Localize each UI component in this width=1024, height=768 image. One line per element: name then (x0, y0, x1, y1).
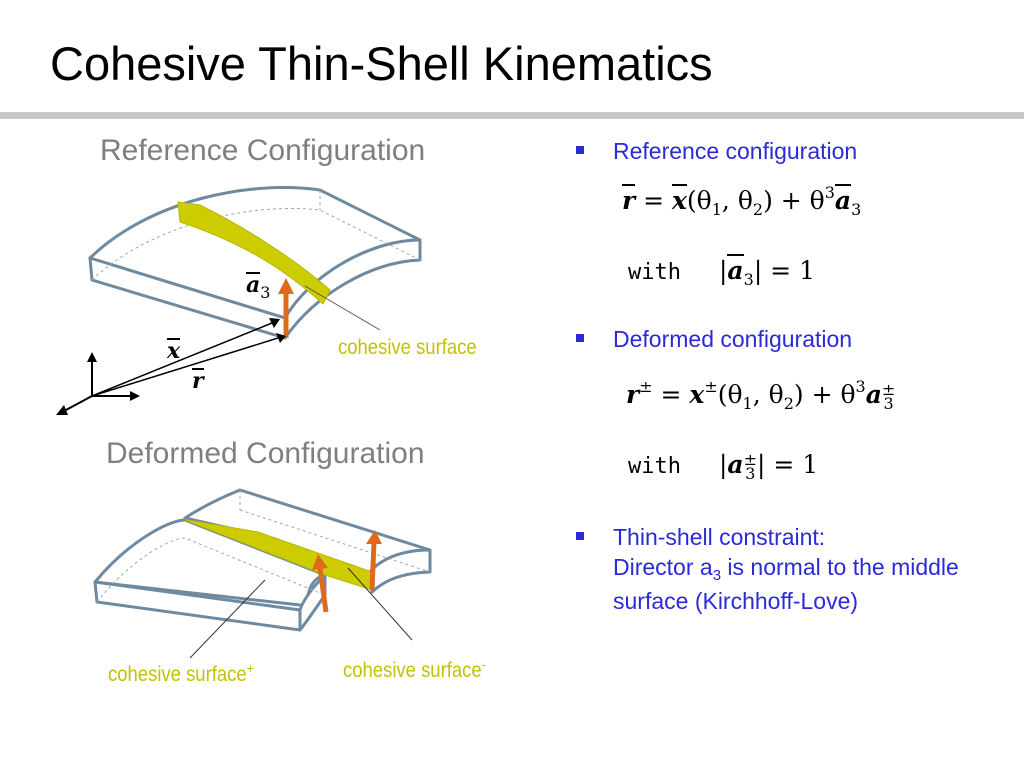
cohesive-surface-label: cohesive surface (338, 336, 477, 359)
deformed-position-equation: r± = x±(θ1, θ2) + θ3a±3 (626, 377, 896, 413)
reference-position-equation: r = x(θ1, θ2) + θ3a3 (622, 183, 862, 219)
cohesive-surface-strip (177, 201, 331, 305)
bullet-marker (576, 532, 584, 540)
x-bar-label: x (167, 338, 181, 364)
reference-director-norm: with|a3| = 1 (628, 254, 815, 289)
r-bar-label: r (192, 368, 204, 394)
constraint-heading: Thin-shell constraint: (613, 524, 826, 550)
deformed-director-norm: with|a±3| = 1 (628, 449, 819, 483)
cohesive-surface-minus-label: cohesive surface- (343, 656, 486, 682)
director-plus-arrow (317, 567, 329, 613)
a3-bar-label: a3 (246, 272, 271, 302)
reference-configuration-heading: Reference Configuration (100, 134, 426, 167)
bullet-marker (576, 334, 584, 342)
bullet-marker (576, 146, 584, 154)
deformed-shell-figure (93, 488, 432, 659)
reference-shell-figure (56, 186, 422, 415)
cohesive-surface-plus-label: cohesive surface+ (108, 660, 254, 686)
deformed-configuration-heading: Deformed Configuration (106, 437, 425, 470)
director-minus-arrow (369, 541, 377, 591)
slide-title: Cohesive Thin-Shell Kinematics (50, 37, 713, 90)
title-divider (0, 112, 1024, 119)
constraint-body: Director a3 is normal to the middle surf… (613, 554, 959, 614)
